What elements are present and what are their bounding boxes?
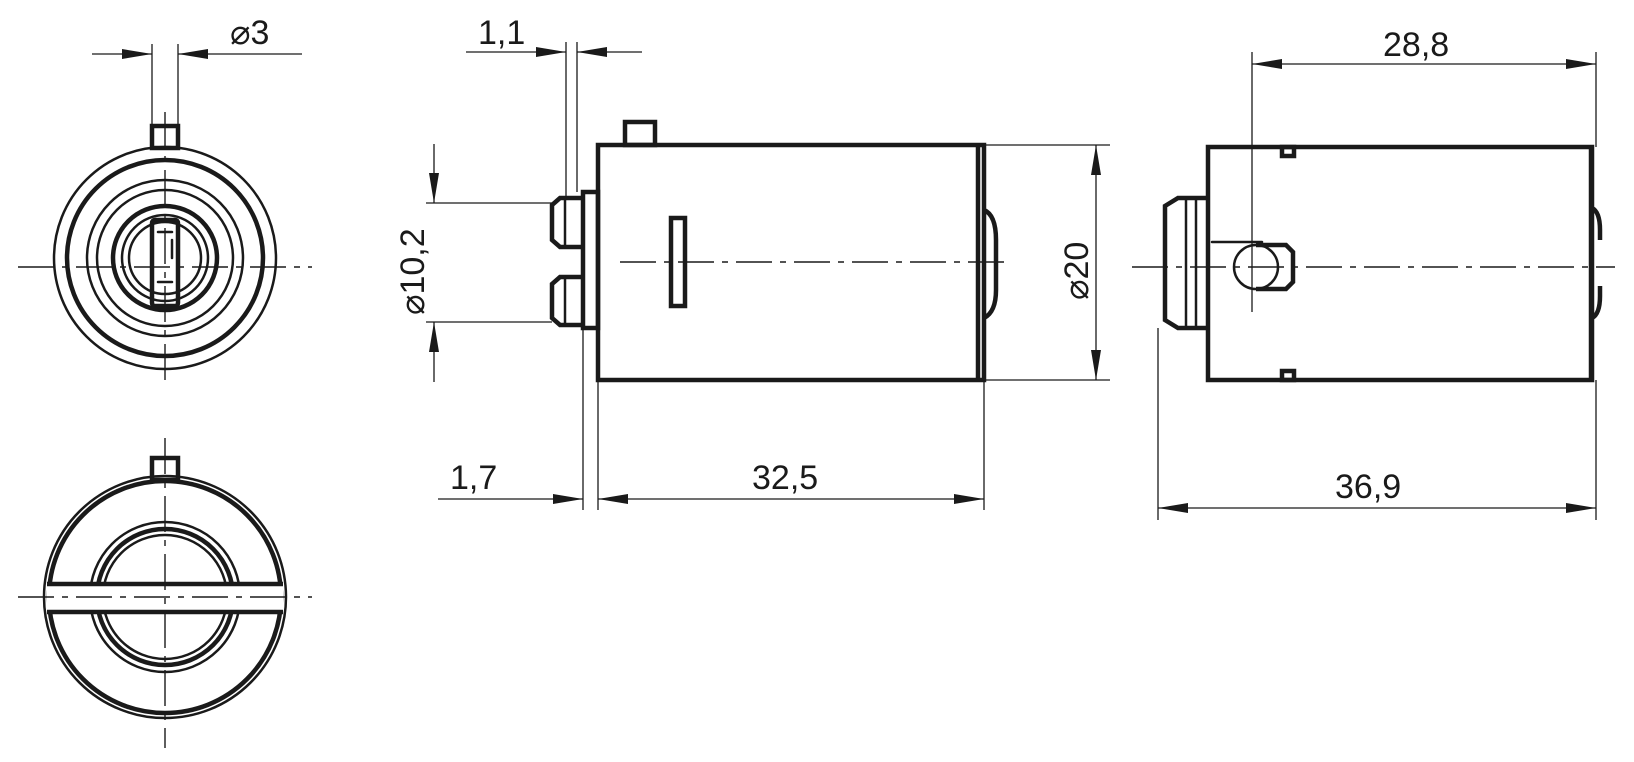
arrow-right (577, 47, 607, 57)
arrow-right (1566, 503, 1596, 513)
arrow-bottom (1091, 350, 1101, 380)
side-length-upper-label: 28,8 (1383, 26, 1449, 64)
side-length-upper-dimension: 28,8 (1251, 26, 1597, 312)
back-end-view (18, 438, 312, 748)
middle-side-view (549, 119, 1005, 383)
flange-thickness-label: 1,1 (478, 14, 525, 52)
body-length-label: 32,5 (752, 459, 818, 497)
thread-diameter-label: ⌀10,2 (394, 228, 432, 315)
arrow-left (536, 47, 566, 57)
body-diameter-dimension: ⌀20 (984, 144, 1110, 381)
length-dimensions: 1,7 32,5 (438, 328, 985, 510)
offset-arrow (553, 494, 583, 504)
rear-bump (982, 207, 999, 321)
arrow-top (1091, 145, 1101, 175)
rear-bump-upper (1590, 205, 1603, 240)
bottom-notch (1279, 368, 1297, 383)
arrow-right (1566, 59, 1596, 69)
rear-bump-lower (1590, 286, 1603, 321)
plug-lower-section (549, 274, 583, 328)
side-length-total-label: 36,9 (1335, 468, 1401, 506)
body-length-arrow-right (954, 494, 984, 504)
arrow-left (122, 49, 152, 59)
arrow-left (1158, 503, 1188, 513)
pin-diameter-dimension: ⌀3 (92, 14, 302, 126)
right-thread-flange (1162, 195, 1208, 331)
arrow-bottom (429, 322, 439, 352)
arrow-left (1252, 59, 1282, 69)
arrow-top (429, 173, 439, 203)
flange-offset-label: 1,7 (450, 459, 497, 497)
side-top-pin (622, 119, 658, 148)
top-notch (1279, 144, 1297, 159)
front-end-view (18, 112, 312, 385)
body-length-arrow-left (598, 494, 628, 504)
side-length-total-dimension: 36,9 (1157, 328, 1597, 520)
plug-upper-section (549, 195, 583, 250)
right-body-cylinder (1205, 144, 1595, 383)
thread-diameter-dimension: ⌀10,2 (394, 144, 552, 382)
flange-thickness-dimension: 1,1 (466, 14, 642, 198)
arrow-right (178, 49, 208, 59)
body-diameter-label: ⌀20 (1058, 242, 1096, 300)
front-flange (580, 189, 601, 331)
right-side-view (1132, 144, 1615, 383)
pin-diameter-label: ⌀3 (230, 14, 269, 52)
